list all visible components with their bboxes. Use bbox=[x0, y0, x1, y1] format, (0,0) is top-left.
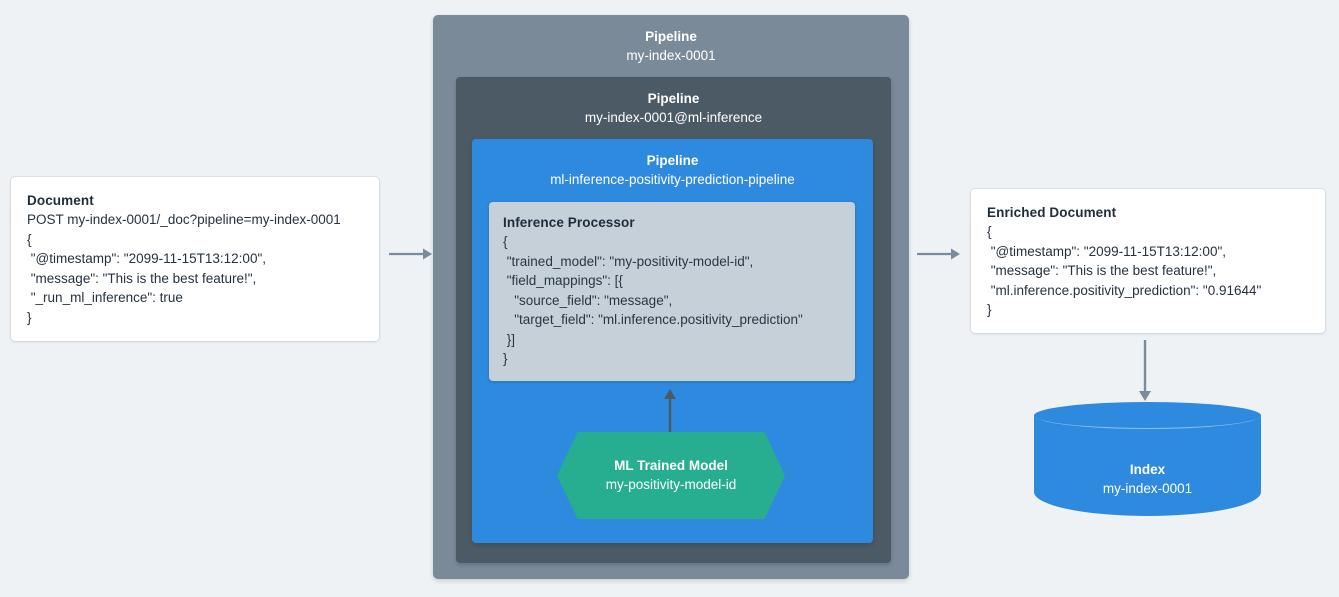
inference-processor-line-4: "target_field": "ml.inference.positivity… bbox=[503, 312, 803, 327]
enriched-document-card: Enriched Document { "@timestamp": "2099-… bbox=[971, 189, 1325, 333]
inference-processor-line-3: "source_field": "message", bbox=[503, 292, 673, 308]
document-card-title: Document bbox=[27, 193, 94, 208]
arrow-model-to-processor-icon bbox=[661, 388, 679, 437]
pipeline-inner-name: ml-inference-positivity-prediction-pipel… bbox=[550, 172, 795, 187]
index-cylinder-body bbox=[1034, 415, 1261, 516]
inference-processor-line-2: "field_mappings": [{ bbox=[503, 273, 623, 288]
enriched-document-line-2: "message": "This is the best feature!", bbox=[987, 263, 1217, 278]
pipeline-inner-header: Pipeline ml-inference-positivity-predict… bbox=[472, 139, 873, 190]
ml-trained-model-title: ML Trained Model bbox=[614, 458, 728, 473]
index-cylinder-top-ellipse bbox=[1034, 402, 1261, 429]
pipeline-middle-kind: Pipeline bbox=[647, 91, 700, 106]
document-line-4: "_run_ml_inference": true bbox=[27, 290, 183, 305]
inference-processor-line-5: }] bbox=[503, 331, 516, 347]
inference-processor-line-0: { bbox=[503, 234, 508, 249]
pipeline-outer-header: Pipeline my-index-0001 bbox=[433, 15, 909, 66]
ml-trained-model-hexagon: ML Trained Model my-positivity-model-id bbox=[557, 432, 785, 519]
pipeline-middle-name: my-index-0001@ml-inference bbox=[584, 110, 763, 125]
inference-processor-line-1: "trained_model": "my-positivity-model-id… bbox=[503, 253, 754, 269]
inference-processor-line-6: } bbox=[503, 351, 508, 366]
enriched-document-line-4: } bbox=[987, 302, 992, 317]
index-name: my-index-0001 bbox=[1102, 481, 1193, 496]
enriched-document-line-3: "ml.inference.positivity_prediction": "0… bbox=[987, 282, 1262, 298]
document-line-3: "message": "This is the best feature!", bbox=[27, 270, 257, 286]
enriched-document-title: Enriched Document bbox=[987, 205, 1117, 220]
enriched-document-line-1: "@timestamp": "2099-11-15T13:12:00", bbox=[987, 243, 1226, 259]
inference-processor-title: Inference Processor bbox=[503, 215, 635, 230]
arrow-pipeline-to-enriched-icon bbox=[917, 247, 961, 266]
pipeline-middle-header: Pipeline my-index-0001@ml-inference bbox=[456, 77, 891, 128]
document-line-5: } bbox=[27, 309, 32, 325]
enriched-document-line-0: { bbox=[987, 224, 992, 239]
pipeline-middle-box: Pipeline my-index-0001@ml-inference Pipe… bbox=[456, 77, 891, 563]
index-title: Index bbox=[1129, 462, 1166, 477]
arrow-enriched-to-index-icon bbox=[1136, 340, 1154, 407]
arrow-document-to-pipeline-icon bbox=[389, 247, 433, 266]
document-card: Document POST my-index-0001/_doc?pipelin… bbox=[11, 177, 379, 341]
index-cylinder-label: Index my-index-0001 bbox=[1034, 460, 1261, 499]
index-cylinder: Index my-index-0001 bbox=[1034, 402, 1261, 529]
document-line-1: { bbox=[27, 231, 32, 247]
inference-processor-card: Inference Processor { "trained_model": "… bbox=[489, 202, 855, 381]
pipeline-outer-kind: Pipeline bbox=[645, 29, 697, 44]
pipeline-outer-box: Pipeline my-index-0001 Pipeline my-index… bbox=[433, 15, 909, 579]
document-line-0: POST my-index-0001/_doc?pipeline=my-inde… bbox=[27, 212, 341, 227]
ml-trained-model-name: my-positivity-model-id bbox=[605, 477, 737, 492]
pipeline-outer-name: my-index-0001 bbox=[626, 48, 716, 63]
pipeline-inner-kind: Pipeline bbox=[646, 153, 699, 168]
document-line-2: "@timestamp": "2099-11-15T13:12:00", bbox=[27, 251, 266, 266]
